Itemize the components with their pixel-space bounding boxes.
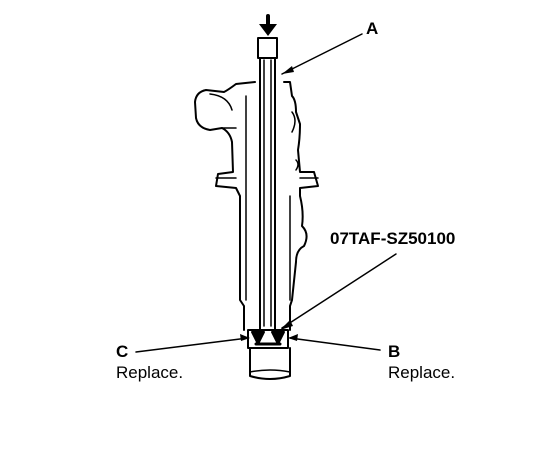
- callout-b: B: [388, 342, 401, 361]
- tool-part-number: 07TAF-SZ50100: [330, 229, 456, 248]
- down-arrow-icon: [259, 14, 277, 36]
- right-bracket: [283, 81, 319, 331]
- left-bracket: [194, 81, 256, 331]
- seal-assembly: [247, 329, 289, 349]
- callout-c-note: Replace.: [116, 363, 184, 382]
- tool-rod: [259, 57, 276, 331]
- callout-a: A: [366, 19, 379, 38]
- tool-cap: [257, 37, 278, 59]
- callout-c: C: [116, 342, 129, 361]
- leader-lines: [135, 33, 397, 353]
- callout-b-note: Replace.: [388, 363, 456, 382]
- lower-tube: [249, 347, 291, 380]
